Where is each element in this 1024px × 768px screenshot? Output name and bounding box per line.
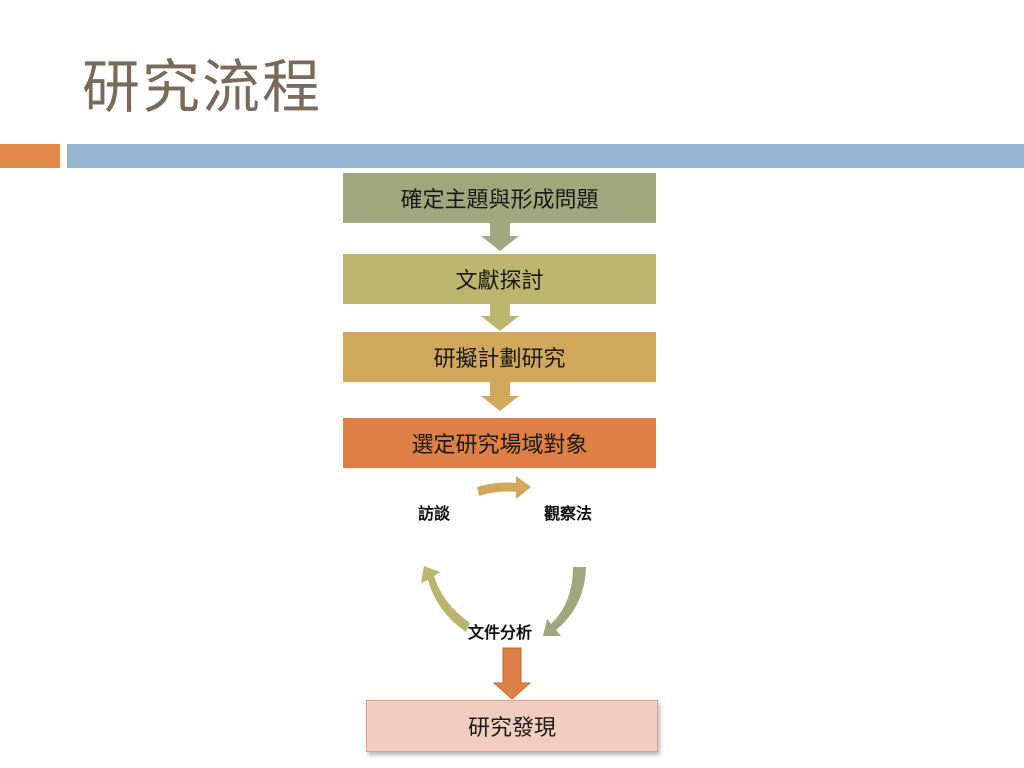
down-arrow-2	[481, 303, 519, 331]
down-arrow-3	[481, 382, 519, 411]
cycle-arrow-right	[543, 567, 586, 636]
cycle-label-observation: 觀察法	[544, 504, 593, 523]
step-literature-review: 文獻探討	[343, 254, 656, 304]
accent-bar-orange	[0, 144, 60, 168]
step-define-topic: 確定主題與形成問題	[343, 173, 656, 223]
down-arrow-result	[492, 647, 532, 700]
cycle-arrow-top	[477, 476, 531, 499]
step-research-plan: 研擬計劃研究	[343, 332, 656, 382]
cycle-label-interview: 訪談	[418, 504, 451, 523]
page-title: 研究流程	[82, 53, 323, 121]
cycle-label-document-analysis: 文件分析	[468, 623, 533, 642]
cycle-arrow-left	[421, 566, 470, 632]
result-box: 研究發現	[366, 700, 658, 752]
down-arrow-1	[481, 222, 519, 251]
step-select-field: 選定研究場域對象	[343, 418, 656, 468]
accent-bar-blue	[67, 144, 1024, 168]
